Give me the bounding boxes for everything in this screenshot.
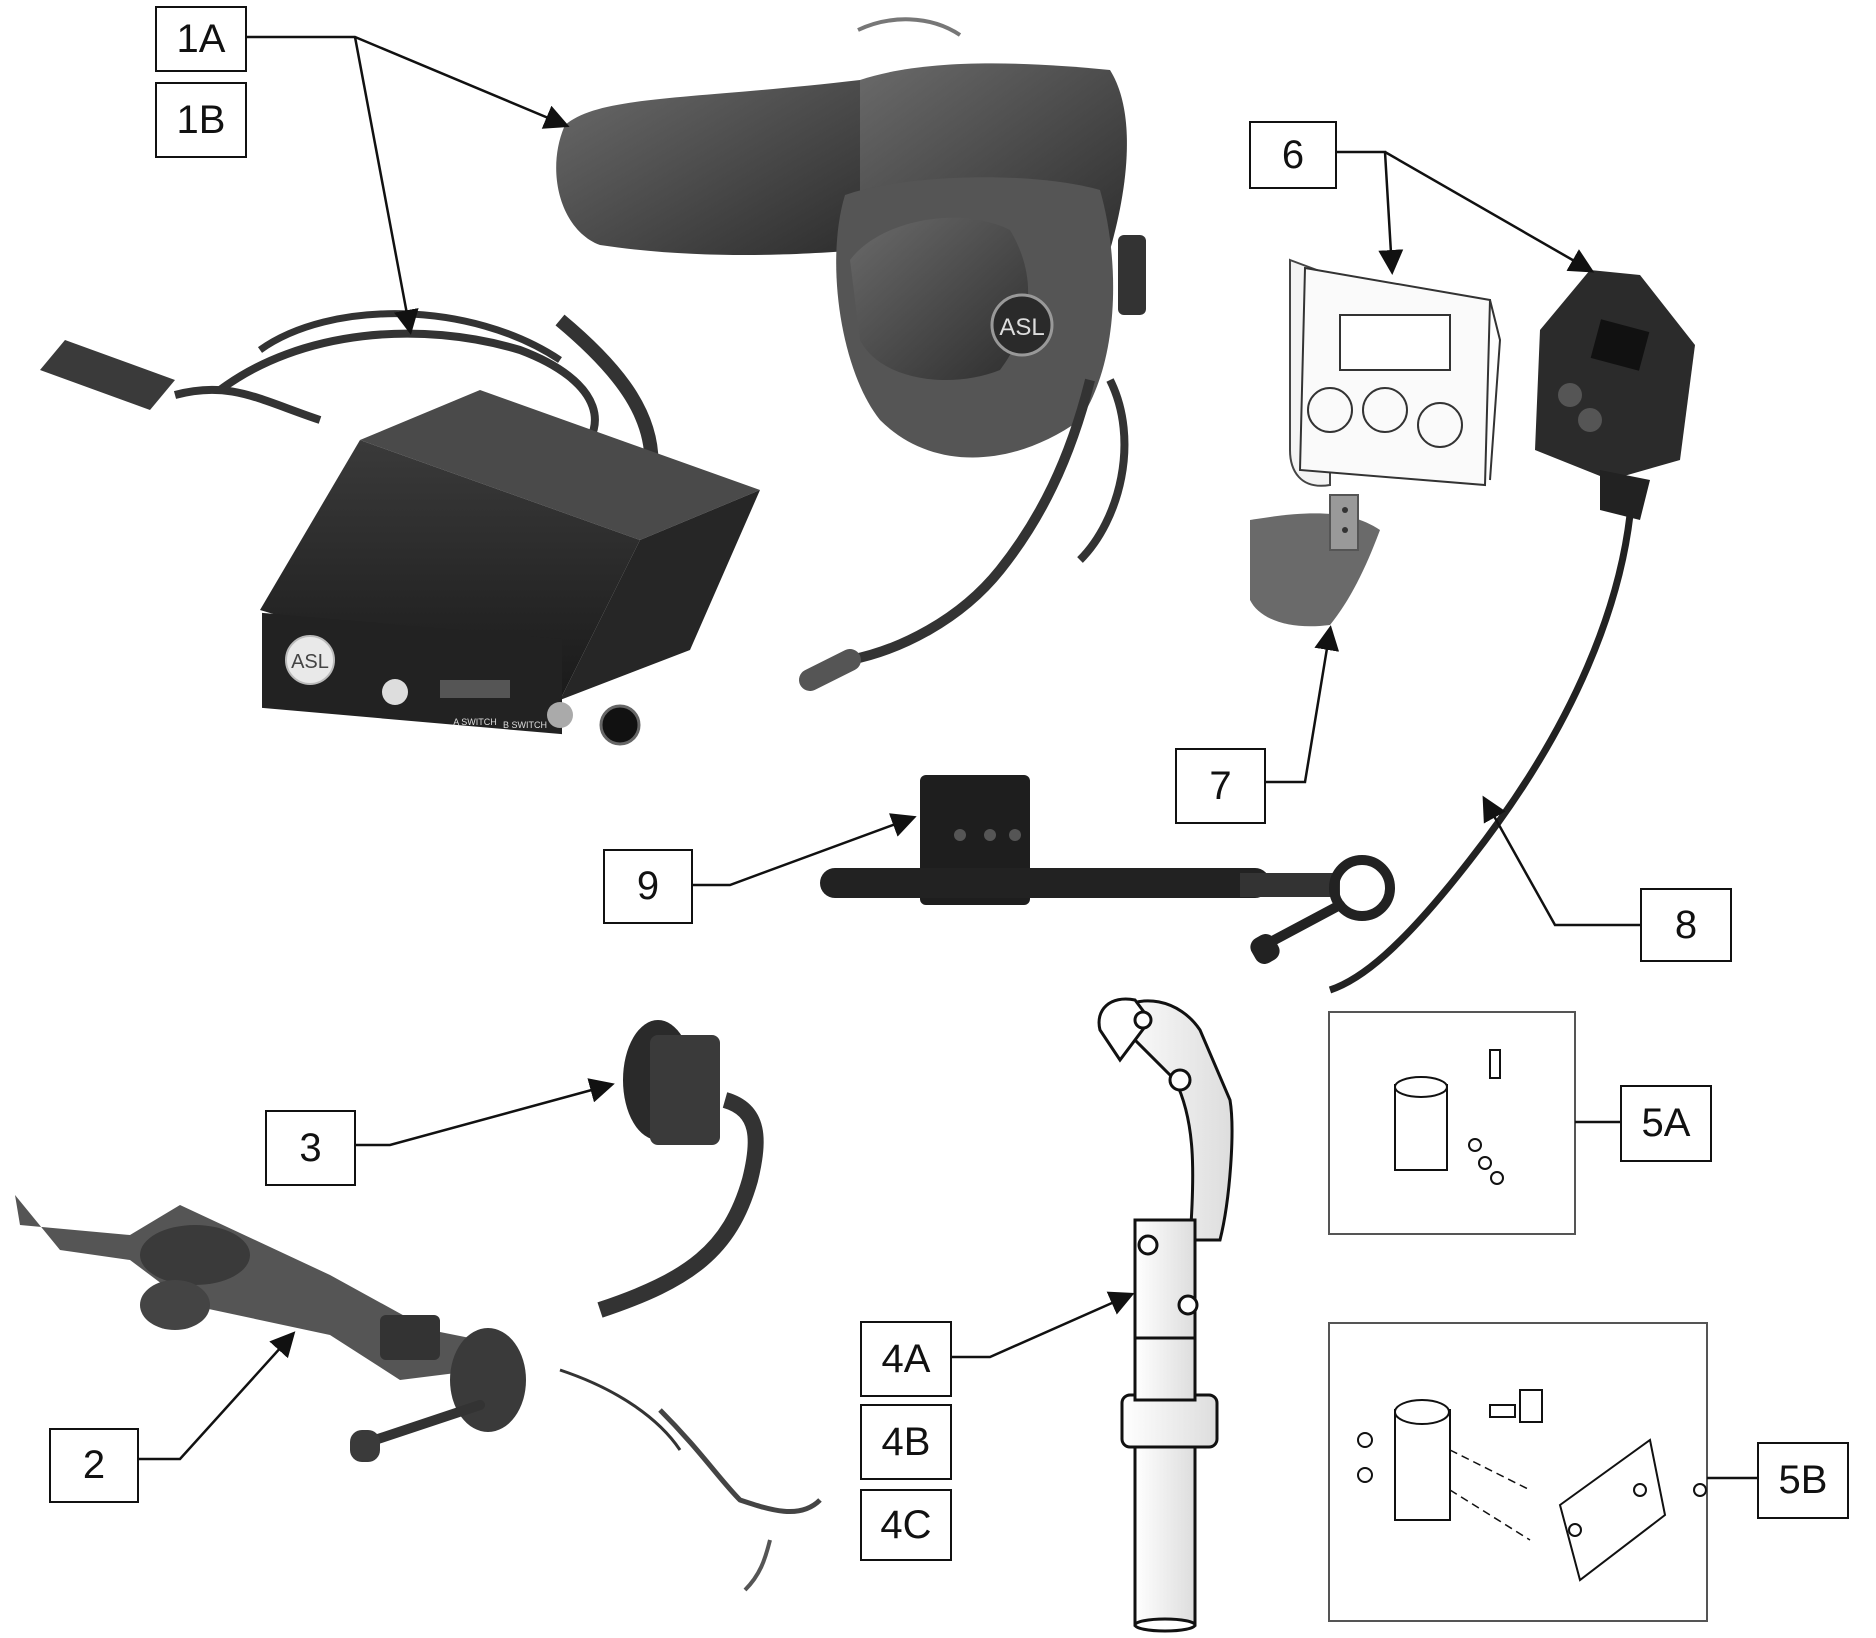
switch-a-label: A SWITCH [453,717,497,727]
switch-b-label: B SWITCH [503,720,547,730]
callout-5a: 5A [1620,1085,1712,1162]
device-brand: ASL [291,651,329,673]
mounting-bar [820,775,1395,964]
switch-mount [597,1020,764,1318]
leader-lines [135,35,1757,1480]
arm-assembly [15,1195,822,1592]
callout-1a: 1A [155,6,247,72]
callout-4b: 4B [860,1404,952,1480]
callout-6: 6 [1249,121,1337,189]
head-array-headrest: ASL [556,17,1146,691]
pole-mount [1097,997,1234,1633]
callout-8: 8 [1640,888,1732,962]
callout-4a: 4A [860,1321,952,1397]
interface-box: ASL A SWITCH B SWITCH [40,310,760,746]
callout-1b: 1B [155,82,247,158]
callout-7: 7 [1175,748,1266,824]
callout-3: 3 [265,1110,356,1186]
callout-4c: 4C [860,1489,952,1561]
display-unit-photo [1328,270,1695,994]
callout-2: 2 [49,1428,139,1503]
inset-5a [1328,1011,1576,1235]
callout-9: 9 [603,849,693,924]
display-unit-outline [1289,258,1502,487]
callout-5b: 5B [1757,1442,1849,1519]
display-mount-cup [1250,494,1380,627]
inset-5b [1328,1322,1708,1622]
headrest-badge: ASL [999,314,1044,341]
